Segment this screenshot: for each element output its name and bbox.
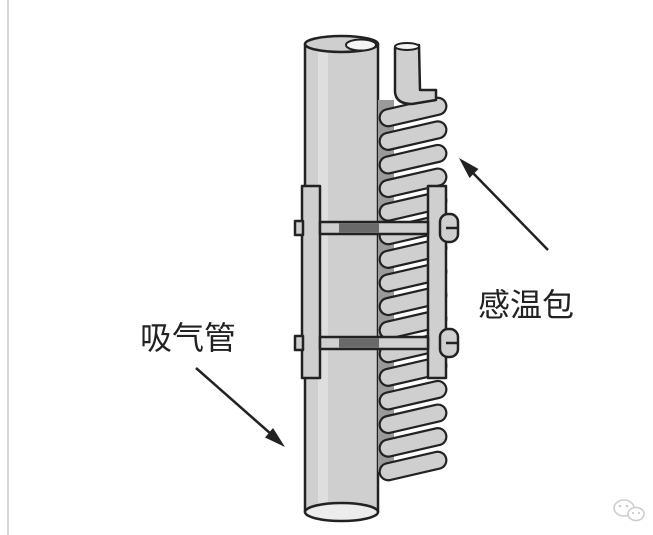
capillary-tube-opening [394, 42, 420, 51]
watermark-eye [631, 511, 635, 515]
coil-loop [378, 403, 448, 435]
suction-pipe-label: 吸气管 [140, 319, 236, 357]
capillary-tube [393, 43, 438, 106]
bolt-tail [293, 219, 305, 237]
wechat-watermark-icon [613, 499, 645, 522]
watermark-eye [637, 511, 641, 515]
bolt-shaft-shadow [339, 223, 379, 233]
coil-loop [378, 450, 448, 482]
suction-pipe-highlight [318, 52, 328, 504]
clamp-bolt-upper [293, 212, 460, 244]
arrow-head [265, 428, 285, 447]
arrow-line [471, 171, 549, 251]
clamp [293, 184, 460, 380]
watermark-eye [625, 504, 629, 508]
bolt-shaft-shadow [339, 338, 379, 348]
arrow-line [195, 367, 272, 435]
suction-pipe-top-opening [345, 38, 377, 52]
coil-loop [378, 143, 448, 175]
watermark-bubble-small [627, 506, 645, 522]
bolt-tail [293, 334, 305, 352]
coil-loop [378, 379, 448, 411]
thermal-bulb-label: 感温包 [478, 286, 574, 324]
suction-pipe [303, 34, 380, 523]
coil-loop [378, 120, 448, 151]
watermark-eye [618, 504, 622, 508]
arrow-to-suction-pipe [195, 367, 285, 447]
arrow-head [459, 158, 479, 178]
suction-pipe-bottom-end [303, 501, 380, 523]
clamp-left-plate [300, 184, 322, 380]
coil-loop [378, 167, 448, 199]
arrow-to-thermal-bulb [459, 158, 549, 251]
coil-loop [378, 427, 448, 458]
clamp-bolt-lower [293, 327, 460, 359]
